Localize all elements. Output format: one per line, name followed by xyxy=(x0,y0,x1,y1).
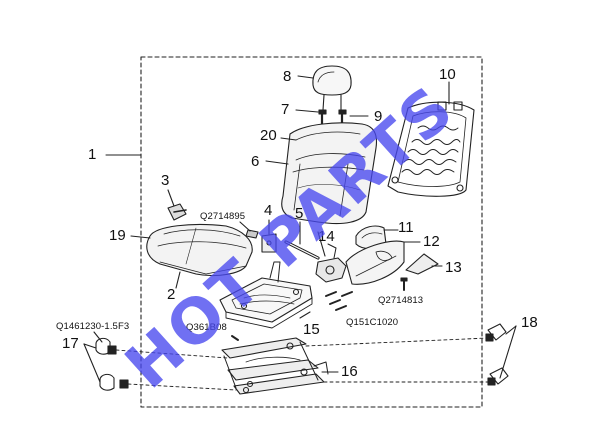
callout-20: 20 xyxy=(260,127,277,144)
callout-10: 10 xyxy=(439,66,456,83)
part-code-q151c1020: Q151C1020 xyxy=(346,317,399,328)
leader-line-q2714895 xyxy=(239,221,251,232)
side-shield xyxy=(345,240,405,285)
part-code-q2714895: Q2714895 xyxy=(200,211,246,222)
seat-cushion xyxy=(146,223,253,277)
bracket-plate xyxy=(261,233,277,253)
headrest-guide-left xyxy=(318,109,327,126)
callout-5: 5 xyxy=(295,205,304,222)
leader-line-2 xyxy=(175,271,181,289)
bolts-q151c1020 xyxy=(325,291,353,311)
leader-line-15 xyxy=(299,311,311,319)
seat-back-frame xyxy=(387,101,475,197)
track-cap-right-lower xyxy=(487,367,509,386)
callout-11: 11 xyxy=(398,219,414,236)
leader-line-14 xyxy=(317,231,326,257)
leader-line-18-a xyxy=(505,325,517,335)
clip-q2714895 xyxy=(245,229,259,239)
leader-line-7 xyxy=(295,109,319,113)
track-cap-right-upper xyxy=(485,323,507,342)
callout-9: 9 xyxy=(374,108,383,125)
callout-18: 18 xyxy=(521,314,538,331)
headrest xyxy=(312,65,352,111)
rod xyxy=(284,240,320,260)
callout-16: 16 xyxy=(341,363,358,380)
small-bracket xyxy=(167,203,187,221)
callout-7: 7 xyxy=(281,101,290,118)
part-code-q2714813: Q2714813 xyxy=(378,295,424,306)
callout-12: 12 xyxy=(423,233,440,250)
leader-line-8 xyxy=(297,75,314,79)
part-code-q361b08: Q361B08 xyxy=(186,322,227,333)
seat-track-assembly xyxy=(221,337,329,395)
callout-4: 4 xyxy=(264,202,273,219)
callout-2: 2 xyxy=(167,286,176,303)
leader-line-17-b xyxy=(83,343,101,383)
callout-6: 6 xyxy=(251,153,260,170)
leader-line-17-a xyxy=(83,343,97,349)
assembly-boundary xyxy=(140,56,483,408)
callout-15: 15 xyxy=(303,321,320,338)
leader-line-20 xyxy=(280,137,297,141)
recliner-mechanism xyxy=(315,243,347,283)
leader-line-3 xyxy=(167,189,175,207)
screw-q2714813 xyxy=(400,277,408,291)
headrest-guide-right xyxy=(338,109,347,126)
recliner-cover xyxy=(405,253,439,275)
bolt-q361b08 xyxy=(231,335,239,341)
seat-cushion-frame xyxy=(219,261,313,329)
track-cap-front xyxy=(95,337,117,355)
callout-19: 19 xyxy=(109,227,126,244)
seat-back xyxy=(281,122,378,225)
assembly-paths xyxy=(115,337,489,391)
callout-17: 17 xyxy=(62,335,79,352)
leader-line-6 xyxy=(265,160,289,165)
callout-13: 13 xyxy=(445,259,462,276)
track-cap-rear xyxy=(99,373,129,391)
callout-3: 3 xyxy=(161,172,170,189)
leader-line-18-b xyxy=(499,325,517,379)
callout-14: 14 xyxy=(318,228,335,245)
callout-8: 8 xyxy=(283,68,292,85)
leader-line-q1461230 xyxy=(93,331,103,343)
callout-1: 1 xyxy=(88,146,97,163)
leader-line-19 xyxy=(130,235,151,239)
part-code-q1461230: Q1461230-1.5F3 xyxy=(56,321,130,332)
